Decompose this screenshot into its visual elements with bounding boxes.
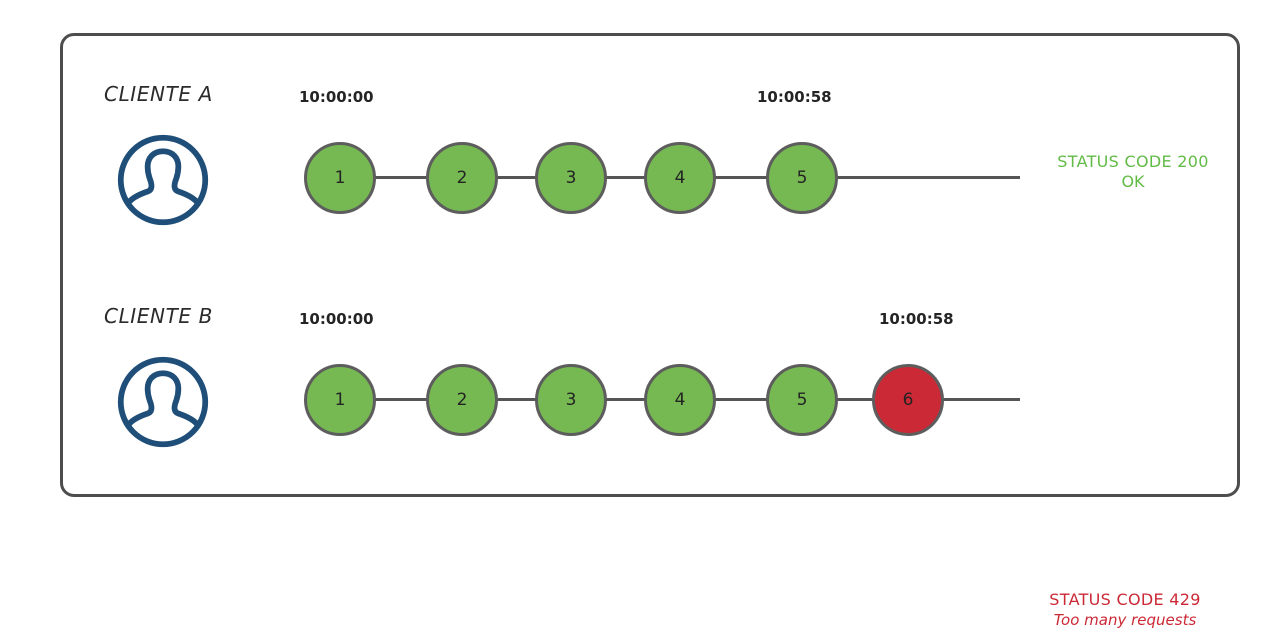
status-message-a: STATUS CODE 200 OK: [1018, 152, 1248, 191]
user-avatar-icon: [113, 354, 213, 450]
status-code-b: STATUS CODE 429: [1049, 590, 1201, 609]
timestamp-end-a: 10:00:58: [757, 88, 832, 106]
client-label-b: CLIENTE B: [104, 304, 213, 328]
status-text-b: Too many requests: [1053, 611, 1197, 629]
request-node-a-4[interactable]: 4: [644, 142, 716, 214]
request-node-label: 1: [334, 390, 346, 410]
client-label-a: CLIENTE A: [104, 82, 213, 106]
timestamp-start-b: 10:00:00: [299, 310, 374, 328]
request-node-label: 3: [565, 390, 577, 410]
request-node-label: 3: [565, 168, 577, 188]
request-node-label: 4: [674, 168, 686, 188]
status-text-a: OK: [1121, 172, 1145, 191]
request-node-b-1[interactable]: 1: [304, 364, 376, 436]
request-node-label: 5: [796, 390, 808, 410]
request-node-label: 2: [456, 390, 468, 410]
status-code-a: STATUS CODE 200: [1057, 152, 1209, 171]
request-node-a-1[interactable]: 1: [304, 142, 376, 214]
request-node-b-4[interactable]: 4: [644, 364, 716, 436]
request-node-b-5[interactable]: 5: [766, 364, 838, 436]
request-node-b-6[interactable]: 6: [872, 364, 944, 436]
diagram-canvas: CLIENTE A 10:00:00 10:00:58 1 2: [60, 33, 1248, 629]
request-node-b-3[interactable]: 3: [535, 364, 607, 436]
request-node-label: 4: [674, 390, 686, 410]
timestamp-start-a: 10:00:00: [299, 88, 374, 106]
request-node-label: 1: [334, 168, 346, 188]
diagram-frame: [60, 33, 1240, 497]
request-node-b-2[interactable]: 2: [426, 364, 498, 436]
status-message-b: STATUS CODE 429 Too many requests: [1010, 590, 1240, 629]
request-node-label: 2: [456, 168, 468, 188]
request-node-label: 5: [796, 168, 808, 188]
timestamp-end-b: 10:00:58: [879, 310, 954, 328]
request-node-a-2[interactable]: 2: [426, 142, 498, 214]
request-node-label: 6: [902, 390, 914, 410]
user-avatar-icon: [113, 132, 213, 228]
request-node-a-5[interactable]: 5: [766, 142, 838, 214]
request-node-a-3[interactable]: 3: [535, 142, 607, 214]
